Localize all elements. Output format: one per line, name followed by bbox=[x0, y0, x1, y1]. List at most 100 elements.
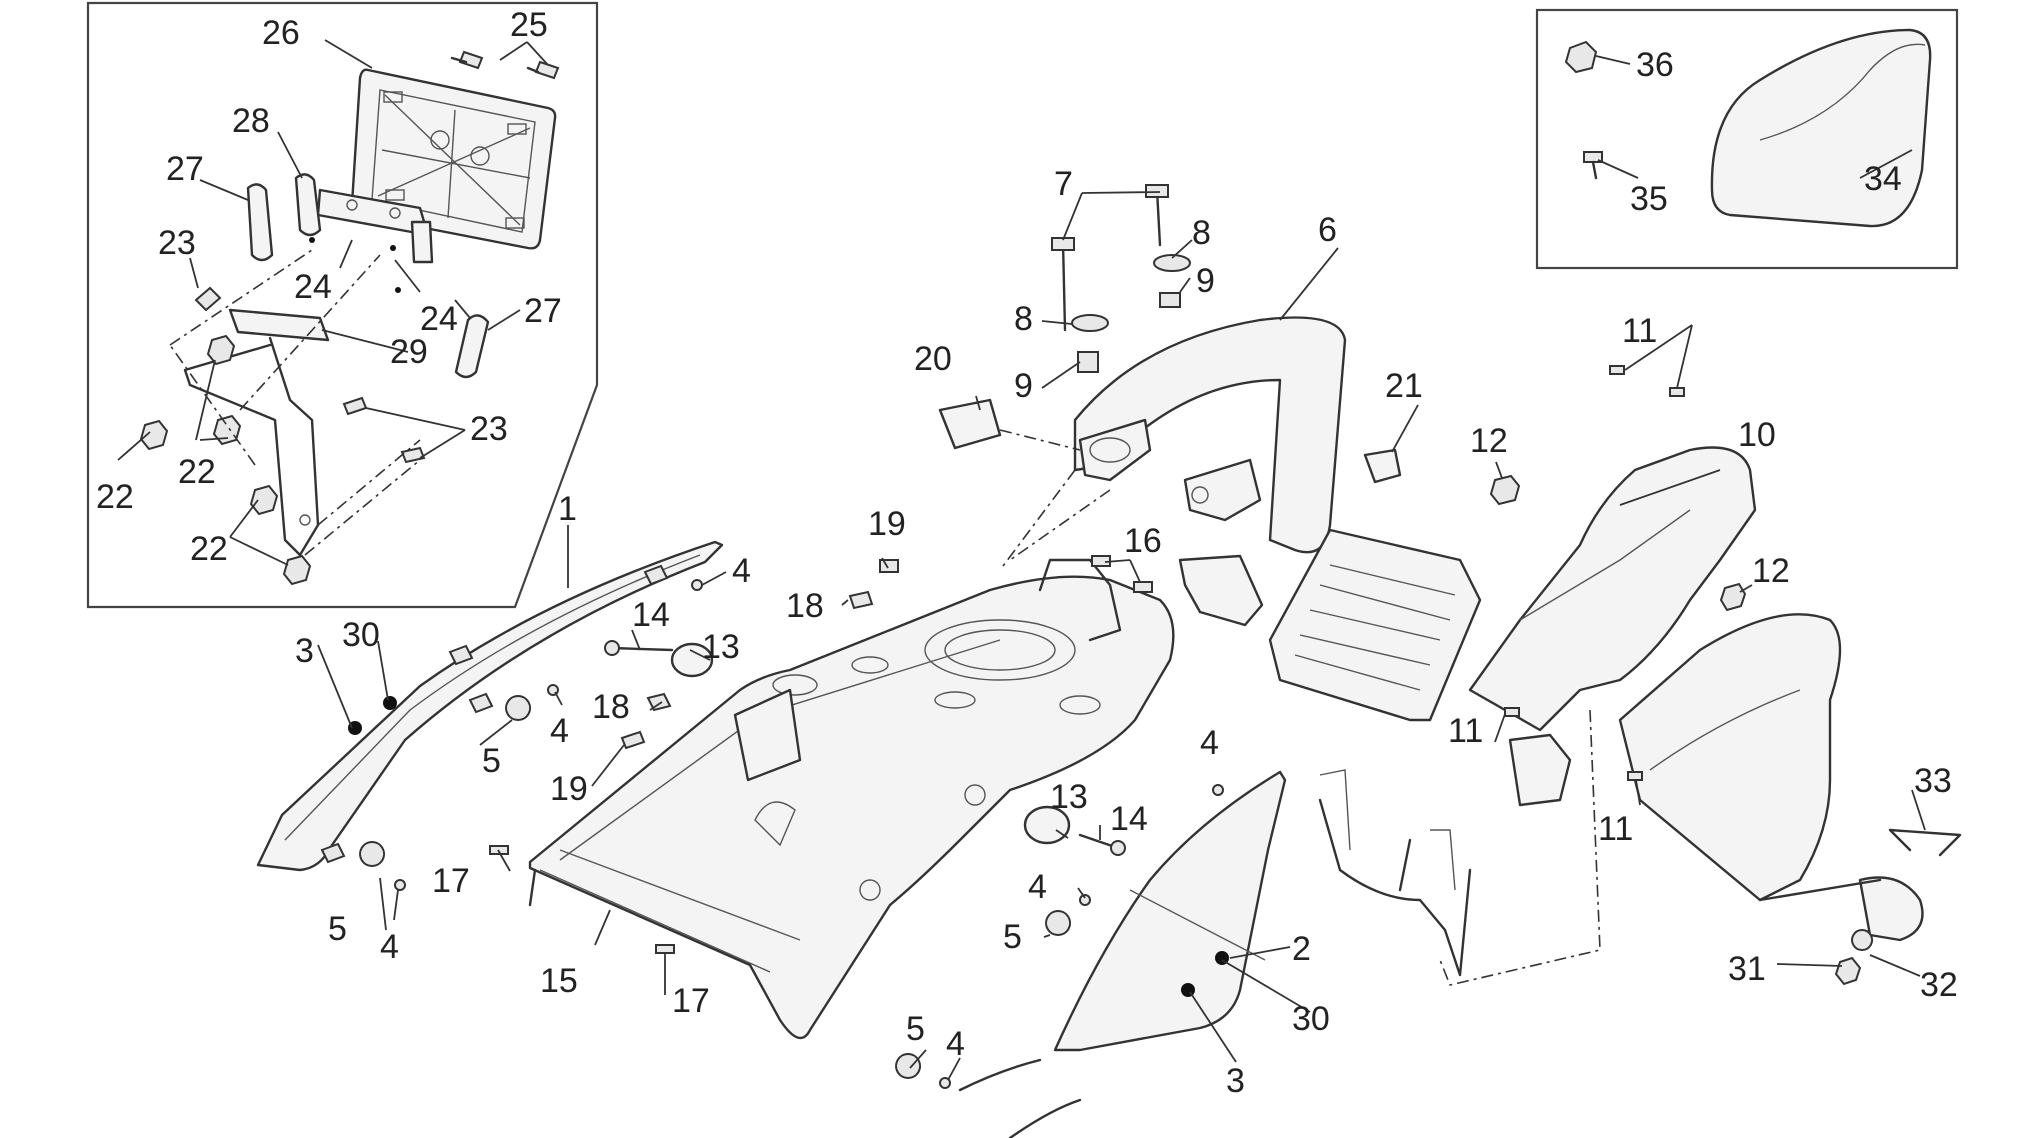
label-29: 29 bbox=[390, 333, 428, 371]
label-32: 32 bbox=[1920, 966, 1958, 1004]
label-22c: 22 bbox=[190, 530, 228, 568]
label-3a: 3 bbox=[295, 632, 314, 670]
nut-22a bbox=[139, 419, 169, 451]
clip-19b bbox=[620, 730, 646, 750]
screw-25a bbox=[450, 50, 484, 70]
bolt-23b bbox=[342, 396, 368, 416]
clip-16b bbox=[1133, 581, 1153, 593]
label-19b: 19 bbox=[550, 770, 588, 808]
label-4a: 4 bbox=[732, 552, 751, 590]
label-21: 21 bbox=[1385, 367, 1423, 405]
label-17b: 17 bbox=[672, 982, 710, 1020]
label-12b: 12 bbox=[1752, 552, 1790, 590]
left-side-panel bbox=[256, 540, 724, 872]
light-holder bbox=[1508, 733, 1572, 807]
bolt-14a bbox=[610, 646, 674, 652]
leader-lines bbox=[117, 39, 1926, 1081]
washer-5c bbox=[1045, 910, 1072, 936]
label-18a: 18 bbox=[786, 587, 824, 625]
label-33: 33 bbox=[1914, 762, 1952, 800]
rear-undertray bbox=[528, 558, 1175, 1040]
label-11a: 11 bbox=[1622, 312, 1657, 350]
label-4b: 4 bbox=[550, 712, 569, 750]
label-2: 2 bbox=[1292, 930, 1311, 968]
label-10: 10 bbox=[1738, 416, 1776, 454]
label-4d: 4 bbox=[1200, 724, 1219, 762]
label-14a: 14 bbox=[632, 596, 670, 634]
label-7: 7 bbox=[1054, 165, 1073, 203]
label-31: 31 bbox=[1728, 950, 1766, 988]
label-5a: 5 bbox=[482, 742, 501, 780]
grab-handle bbox=[1073, 316, 1347, 554]
screw-4c bbox=[394, 879, 406, 891]
grommet-13b bbox=[1023, 805, 1071, 845]
label-23a: 23 bbox=[158, 224, 196, 262]
mounting-bracket bbox=[1178, 554, 1264, 627]
rubber-strip-27a bbox=[246, 183, 274, 262]
callout-labels: 1 2 3 3 4 4 4 4 4 4 5 5 5 5 6 7 8 8 9 9 … bbox=[96, 6, 1958, 1100]
label-5d: 5 bbox=[906, 1010, 925, 1048]
label-1: 1 bbox=[558, 490, 577, 528]
nut-22c bbox=[212, 414, 242, 446]
label-35: 35 bbox=[1630, 180, 1668, 218]
seat-cowl-inset bbox=[1535, 8, 1959, 270]
label-3b: 3 bbox=[1226, 1062, 1245, 1100]
nut-31 bbox=[1834, 956, 1862, 986]
rear-fender bbox=[1468, 446, 1924, 942]
screw-11d bbox=[1627, 771, 1643, 781]
clip-12b bbox=[1719, 582, 1747, 612]
clip-17b bbox=[655, 944, 675, 954]
label-24b: 24 bbox=[420, 300, 458, 338]
nut-36 bbox=[1564, 40, 1598, 74]
screw-18a bbox=[848, 590, 874, 610]
nut-22b bbox=[206, 334, 236, 366]
bolt-23c bbox=[400, 446, 426, 464]
label-13a: 13 bbox=[702, 628, 740, 666]
label-4f: 4 bbox=[946, 1025, 965, 1063]
screw-4e bbox=[1079, 894, 1091, 906]
label-17a: 17 bbox=[432, 862, 470, 900]
spacer-9a bbox=[1077, 351, 1099, 373]
label-22b: 22 bbox=[178, 453, 216, 491]
label-13b: 13 bbox=[1050, 778, 1088, 816]
reflector-bracket-33 bbox=[1888, 828, 1962, 857]
label-4e: 4 bbox=[1028, 868, 1047, 906]
washer-8b bbox=[1153, 254, 1191, 272]
label-36: 36 bbox=[1636, 46, 1674, 84]
clip-20 bbox=[938, 398, 1002, 450]
bolt-7b bbox=[1155, 188, 1162, 247]
clip-12a bbox=[1489, 474, 1521, 506]
screw-18b bbox=[646, 692, 672, 712]
label-14b: 14 bbox=[1110, 800, 1148, 838]
washer-8a bbox=[1071, 314, 1109, 332]
screw-11c bbox=[1504, 707, 1520, 717]
label-6: 6 bbox=[1318, 211, 1337, 249]
rubber-strip-27c bbox=[454, 314, 490, 379]
spacer-9b bbox=[1159, 292, 1181, 308]
label-18b: 18 bbox=[592, 688, 630, 726]
screw-11a bbox=[1609, 365, 1625, 375]
bolt-23a bbox=[194, 286, 222, 312]
label-9b: 9 bbox=[1014, 367, 1033, 405]
label-24a: 24 bbox=[294, 268, 332, 306]
grommet-13a bbox=[670, 642, 714, 678]
label-34: 34 bbox=[1864, 160, 1902, 198]
passenger-grab-frame bbox=[1318, 798, 1472, 977]
screw-4d bbox=[1212, 784, 1224, 796]
label-26: 26 bbox=[262, 14, 300, 52]
label-5b: 5 bbox=[328, 910, 347, 948]
label-16: 16 bbox=[1124, 522, 1162, 560]
clip-19a bbox=[879, 559, 899, 573]
label-4c: 4 bbox=[380, 928, 399, 966]
plate-mounting-bracket bbox=[228, 308, 330, 342]
label-11b: 11 bbox=[1448, 712, 1483, 750]
label-30a: 30 bbox=[342, 616, 380, 654]
clip-16a bbox=[1091, 555, 1111, 567]
clip-21 bbox=[1363, 448, 1402, 484]
screw-4a bbox=[691, 579, 703, 591]
label-25: 25 bbox=[510, 6, 548, 44]
label-5c: 5 bbox=[1003, 918, 1022, 956]
screw-11b bbox=[1669, 387, 1685, 397]
bolt-7a bbox=[1061, 240, 1067, 332]
